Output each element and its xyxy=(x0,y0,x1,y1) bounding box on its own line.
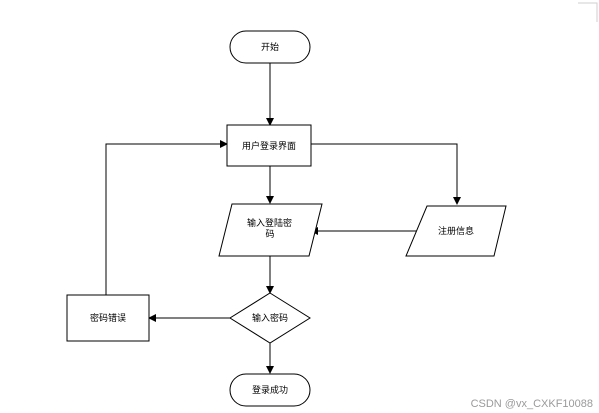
start-shape xyxy=(229,30,311,64)
password-error-shape xyxy=(66,294,150,342)
input-credentials-shape xyxy=(218,203,323,257)
login-success-label: 登录成功 xyxy=(252,384,288,396)
input-credentials-label: 输入登陆密 码 xyxy=(247,217,295,240)
login-success-node: 登录成功 xyxy=(229,373,311,407)
password-error-label: 密码错误 xyxy=(90,312,126,324)
login-page-node: 用户登录界面 xyxy=(226,124,312,167)
login-page-label: 用户登录界面 xyxy=(242,140,296,152)
check-password-shape xyxy=(229,292,311,344)
check-password-node: 输入密码 xyxy=(229,292,311,344)
check-password-label: 输入密码 xyxy=(252,312,288,324)
password-error-node: 密码错误 xyxy=(66,294,150,342)
register-info-label: 注册信息 xyxy=(438,225,474,237)
edge-error-to-login xyxy=(105,140,228,295)
csdn-watermark: CSDN @vx_CXKF10088 xyxy=(470,398,593,410)
start-label: 开始 xyxy=(261,41,279,53)
input-credentials-line-1: 输入登陆密 xyxy=(247,217,292,229)
input-credentials-node: 输入登陆密 码 xyxy=(218,203,323,257)
start-node: 开始 xyxy=(229,30,311,64)
login-page-shape xyxy=(226,124,312,167)
register-info-node: 注册信息 xyxy=(405,205,507,257)
login-success-shape xyxy=(229,373,311,407)
edge-login-to-register xyxy=(311,143,461,205)
register-info-shape xyxy=(405,205,507,257)
corner-mark xyxy=(578,2,598,22)
input-credentials-line-2: 码 xyxy=(265,229,274,240)
